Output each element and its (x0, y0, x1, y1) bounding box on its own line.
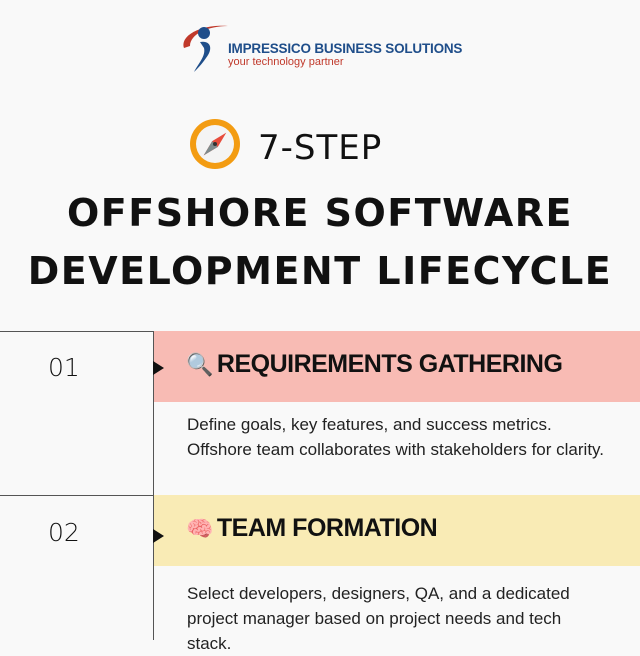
step-number: 02 (48, 518, 80, 547)
page-title-line-2: DEVELOPMENT LIFECYCLE (27, 249, 613, 293)
timeline-line (153, 331, 154, 640)
step-count-row: 7-STEP (0, 118, 640, 169)
compass-icon (190, 119, 240, 169)
logo-figure-icon (183, 25, 228, 72)
company-logo: IMPRESSICO BUSINESS SOLUTIONS your techn… (180, 18, 470, 74)
step-header-team-formation: 🧠TEAM FORMATION (154, 495, 640, 566)
step-count-label: 7-STEP (258, 128, 383, 168)
step-title: TEAM FORMATION (216, 514, 438, 542)
step-title: REQUIREMENTS GATHERING (216, 350, 563, 378)
brain-icon: 🧠 (186, 516, 213, 541)
step-description: Define goals, key features, and success … (187, 415, 604, 459)
pointer-arrow-icon (153, 529, 164, 543)
step-header-requirements: 🔍REQUIREMENTS GATHERING (154, 331, 640, 402)
step-number: 01 (48, 353, 80, 382)
page-title-line-1: OFFSHORE SOFTWARE (66, 191, 574, 235)
pointer-arrow-icon (153, 361, 164, 375)
divider (0, 331, 153, 332)
divider (0, 495, 153, 496)
magnifying-glass-icon: 🔍 (186, 352, 213, 377)
brand-tagline: your technology partner (228, 56, 344, 68)
step-description: Select developers, designers, QA, and a … (187, 584, 570, 653)
brand-name: IMPRESSICO BUSINESS SOLUTIONS (228, 41, 463, 56)
